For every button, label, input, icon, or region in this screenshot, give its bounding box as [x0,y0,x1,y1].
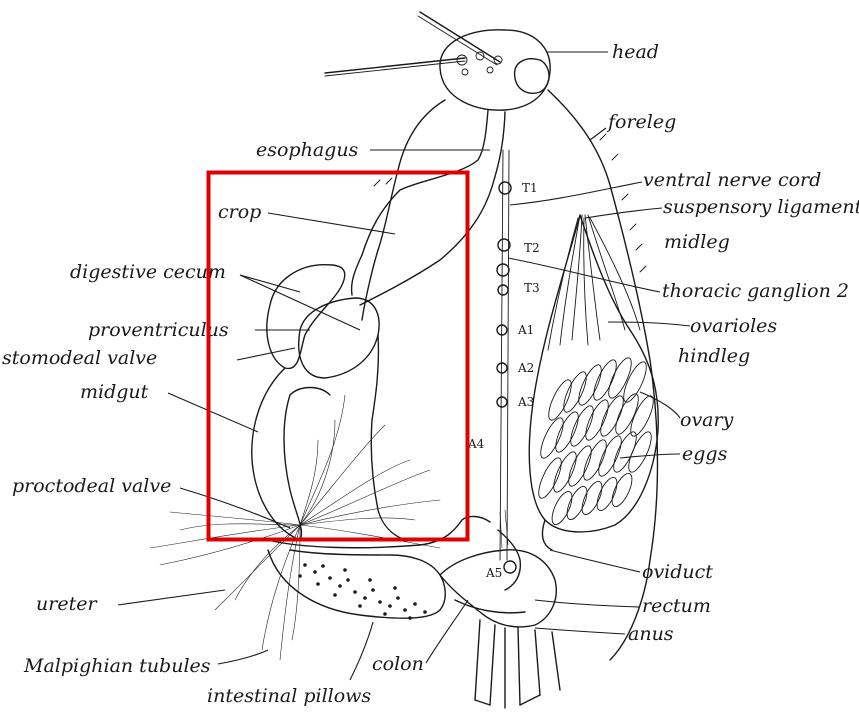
eggs [534,355,657,527]
label-rectum: rectum [642,595,711,617]
ovary [529,215,658,532]
label-foreleg: foreleg [606,111,676,133]
label-midleg: midleg [664,231,730,253]
label-ovary: ovary [680,409,734,431]
segment-a3: A3 [517,395,534,409]
label-intestinal-pillows: intestinal pillows [207,685,371,707]
label-anus: anus [628,623,674,645]
segment-a1: A1 [517,323,534,337]
segment-a5: A5 [485,566,502,580]
label-suspensory-ligament: suspensory ligament [663,196,859,218]
intestinal-pillow-dots [298,563,427,620]
label-midgut: midgut [80,381,149,403]
leader-lines [118,52,690,680]
segment-t3: T3 [524,281,540,295]
label-digestive-cecum: digestive cecum [70,261,226,283]
segment-a4: A4 [467,437,485,451]
label-malpighian-tubules: Malpighian tubules [23,655,211,677]
label-hindleg: hindleg [678,345,750,367]
label-stomodeal-valve: stomodeal valve [2,347,157,369]
label-eggs: eggs [682,443,728,465]
segment-a2: A2 [517,361,534,375]
label-esophagus: esophagus [256,139,359,161]
segment-t2: T2 [524,241,540,255]
label-ureter: ureter [36,593,98,615]
label-thoracic-ganglion-2: thoracic ganglion 2 [662,280,849,302]
highlight-box [209,173,468,540]
label-crop: crop [218,201,261,223]
label-colon: colon [372,653,424,675]
label-oviduct: oviduct [642,561,713,583]
label-head: head [612,41,659,63]
label-ventral-nerve-cord: ventral nerve cord [643,169,821,191]
segment-t1: T1 [522,181,538,195]
label-ovarioles: ovarioles [690,315,777,337]
ventral-nerve-cord [497,150,511,560]
label-proctodeal-valve: proctodeal valve [12,475,171,497]
malpighian-tubules [150,395,440,660]
